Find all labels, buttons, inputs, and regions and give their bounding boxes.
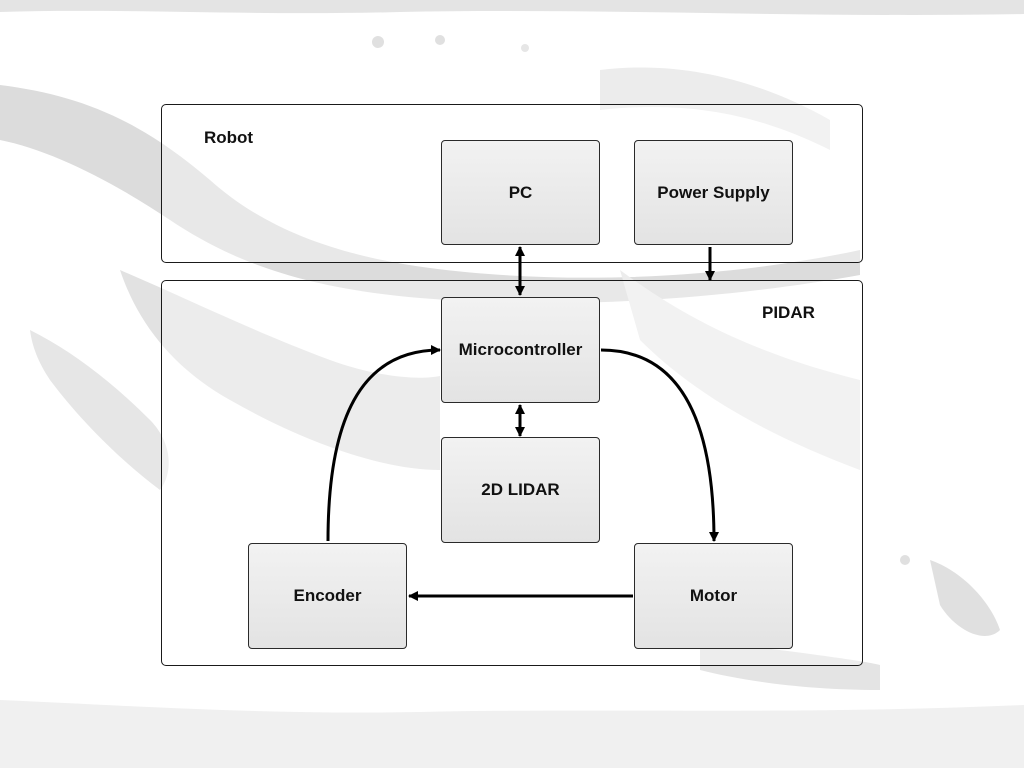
- node-encoder: Encoder: [248, 543, 407, 649]
- node-2d-lidar-label: 2D LIDAR: [481, 480, 560, 499]
- node-pc-label: PC: [508, 182, 533, 202]
- group-label-robot: Robot: [204, 128, 254, 147]
- node-microcontroller: Microcontroller: [441, 297, 600, 403]
- node-motor-label: Motor: [689, 586, 738, 605]
- node-microcontroller-label: Microcontroller: [458, 340, 583, 359]
- group-label-pidar: PIDAR: [762, 303, 815, 322]
- node-motor: Motor: [634, 543, 793, 649]
- node-power-supply-label: Power Supply: [657, 182, 770, 202]
- node-2d-lidar: 2D LIDAR: [441, 437, 600, 543]
- node-pc: PC: [441, 140, 600, 245]
- node-encoder-label: Encoder: [293, 586, 362, 605]
- node-power-supply: Power Supply: [634, 140, 793, 245]
